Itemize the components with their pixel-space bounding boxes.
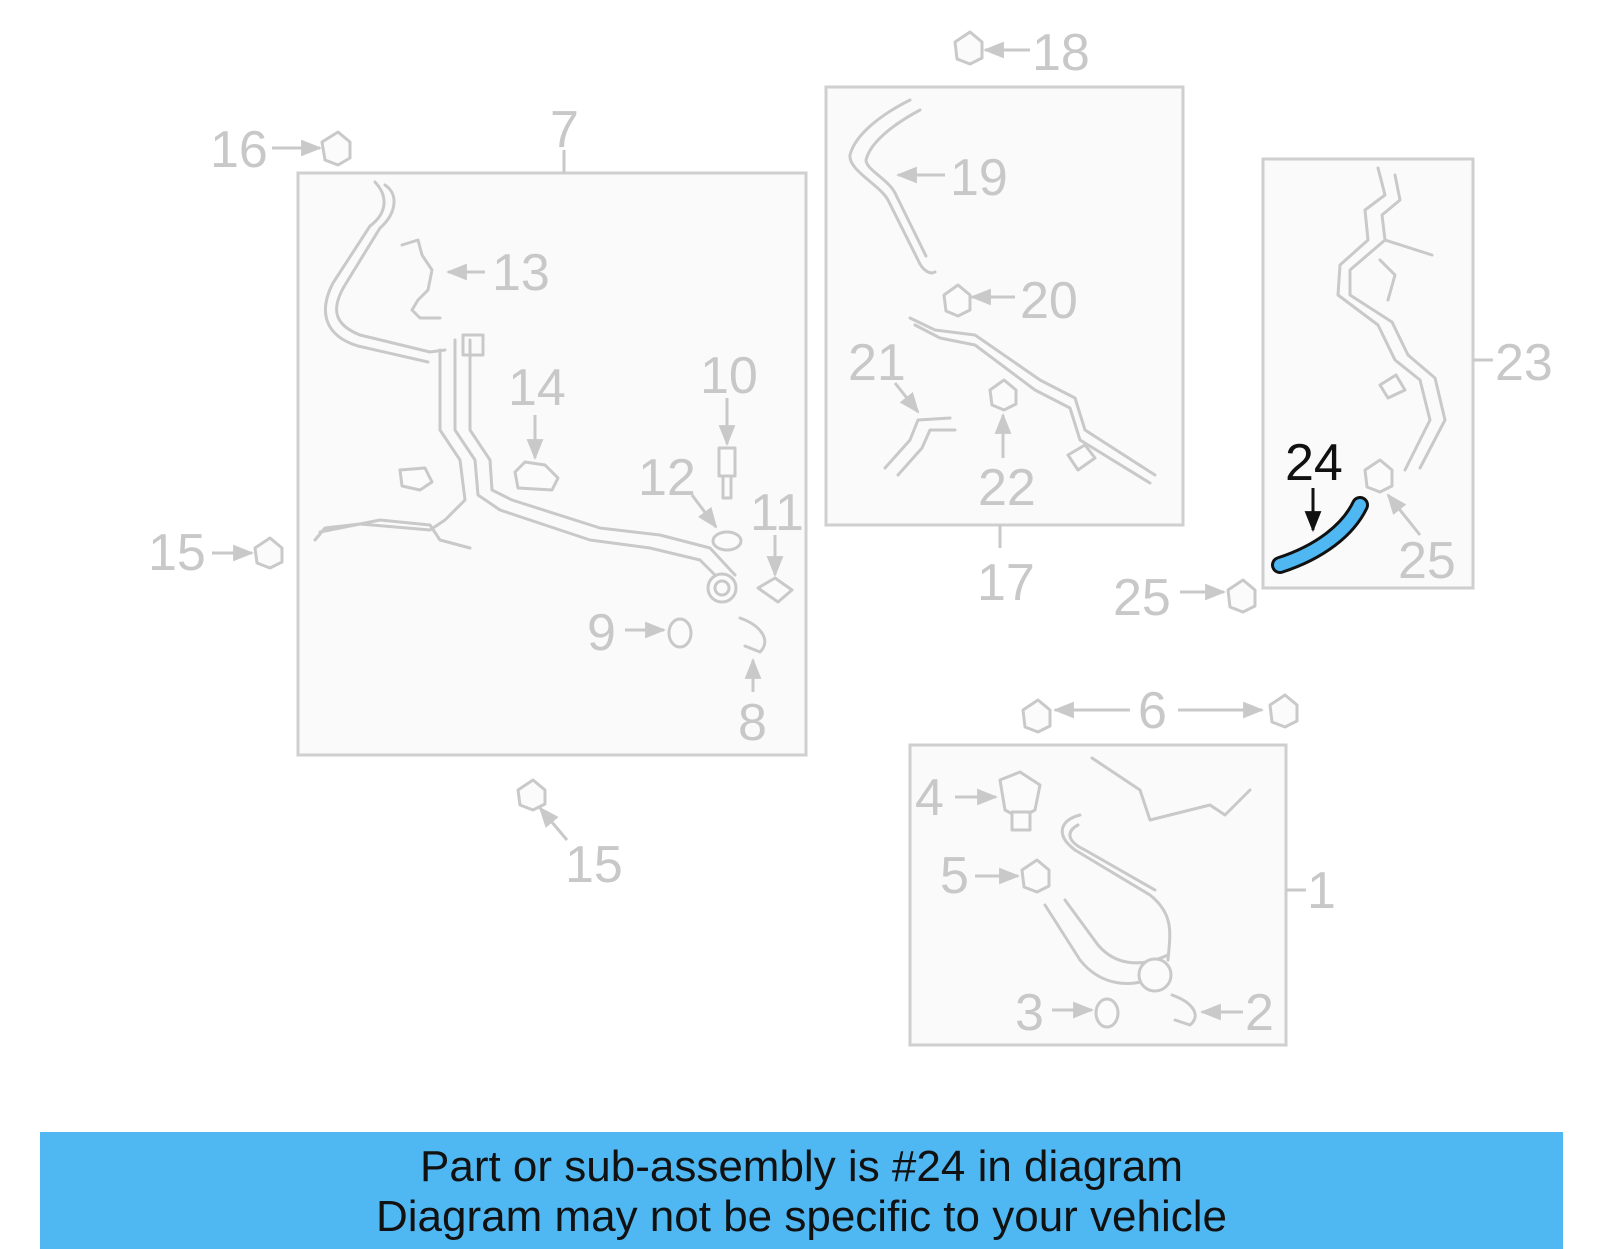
clip-6-left bbox=[1021, 698, 1052, 734]
callout-5: 5 bbox=[940, 847, 969, 905]
pipe-bracket-17 bbox=[908, 316, 1157, 485]
callout-15-left: 15 bbox=[148, 524, 206, 582]
pipe-assembly-23 bbox=[1336, 166, 1447, 472]
washer-12 bbox=[711, 530, 743, 552]
hose-24-highlighted bbox=[1271, 496, 1369, 574]
callout-8: 8 bbox=[738, 694, 767, 752]
fitting-4 bbox=[998, 770, 1042, 832]
callout-20: 20 bbox=[1020, 272, 1078, 330]
hose-21 bbox=[883, 416, 957, 477]
callout-21: 21 bbox=[848, 334, 906, 392]
clip-11 bbox=[756, 576, 794, 604]
clip-25-inner bbox=[1363, 458, 1394, 494]
clamp-8 bbox=[738, 616, 767, 654]
callout-17: 17 bbox=[977, 554, 1035, 612]
clip-6-right bbox=[1268, 693, 1299, 729]
washer-3 bbox=[1094, 997, 1120, 1029]
callout-12: 12 bbox=[638, 449, 696, 507]
callout-10: 10 bbox=[700, 347, 758, 405]
callout-6: 6 bbox=[1138, 682, 1167, 740]
clip-25-outer bbox=[1226, 578, 1257, 614]
assembly-box-1 bbox=[908, 743, 1288, 1047]
clip-22 bbox=[988, 378, 1018, 412]
callout-23: 23 bbox=[1495, 334, 1553, 392]
callout-15-bottom: 15 bbox=[565, 836, 623, 894]
bracket-14 bbox=[513, 460, 560, 492]
hose-assembly-1 bbox=[1043, 756, 1252, 993]
callout-11: 11 bbox=[750, 484, 804, 542]
clip-20 bbox=[942, 283, 972, 318]
sensor-10 bbox=[717, 446, 737, 500]
callout-2: 2 bbox=[1245, 984, 1274, 1042]
hose-assembly-7 bbox=[313, 180, 738, 604]
banner-line-2: Diagram may not be specific to your vehi… bbox=[375, 1192, 1228, 1241]
callout-3: 3 bbox=[1015, 984, 1044, 1042]
callout-18: 18 bbox=[1032, 24, 1090, 82]
callout-1: 1 bbox=[1307, 862, 1336, 920]
callout-16: 16 bbox=[210, 121, 268, 179]
callout-4: 4 bbox=[915, 769, 944, 827]
callout-13: 13 bbox=[492, 244, 550, 302]
hose-19 bbox=[848, 98, 937, 275]
clip-15-bottom bbox=[516, 778, 547, 812]
callout-19: 19 bbox=[950, 149, 1008, 207]
clip-18 bbox=[953, 30, 984, 66]
clip-15-left bbox=[253, 536, 284, 570]
clamp-2 bbox=[1170, 993, 1197, 1027]
info-banner: Part or sub-assembly is #24 in diagram D… bbox=[40, 1132, 1563, 1249]
callout-14: 14 bbox=[508, 359, 566, 417]
callout-22: 22 bbox=[978, 459, 1036, 517]
clip-5 bbox=[1020, 858, 1051, 894]
parts-diagram: 1 2 3 4 5 6 7 8 9 10 11 12 13 14 15 15 1… bbox=[148, 24, 1553, 1047]
clip-13 bbox=[400, 238, 442, 320]
callout-25-inner: 25 bbox=[1398, 532, 1456, 590]
banner-line-1: Part or sub-assembly is #24 in diagram bbox=[420, 1142, 1183, 1191]
assembly-box-23 bbox=[1261, 157, 1475, 590]
callout-7: 7 bbox=[550, 101, 579, 159]
callout-25-outer: 25 bbox=[1113, 569, 1171, 627]
callout-24: 24 bbox=[1285, 434, 1343, 492]
clip-16 bbox=[320, 130, 352, 167]
callout-9: 9 bbox=[587, 604, 616, 662]
washer-9 bbox=[667, 617, 693, 649]
